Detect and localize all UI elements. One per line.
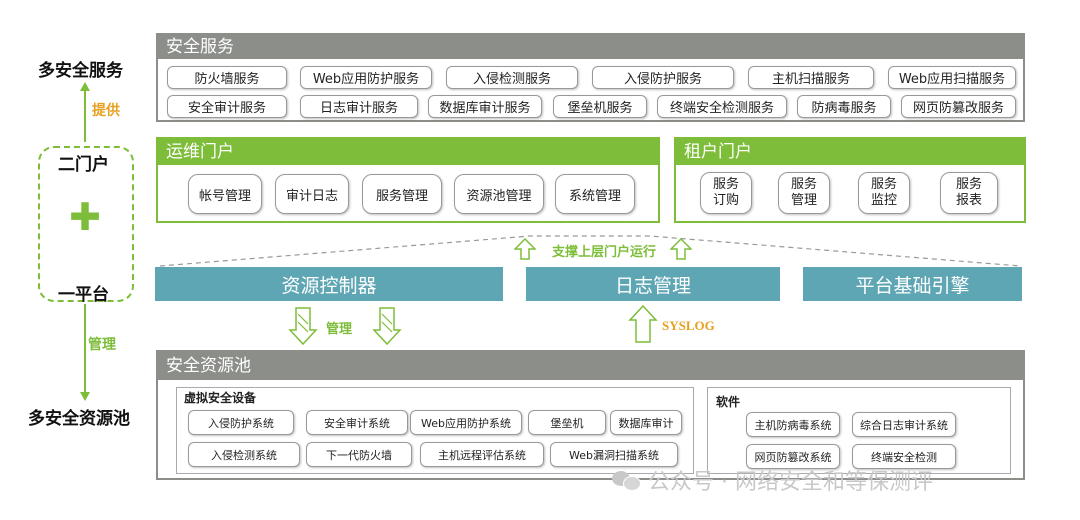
ops-portal-title: 运维门户 (158, 139, 658, 165)
software-anti-tamper: 网页防篡改系统 (746, 444, 840, 469)
service-firewall: 防火墙服务 (167, 66, 287, 89)
provide-label: 提供 (92, 103, 120, 119)
service-waf: Web应用防护服务 (300, 66, 432, 89)
ops-item-service-mgmt: 服务管理 (362, 174, 442, 214)
virtual-bastion: 堡垒机 (528, 410, 606, 435)
service-web-scan: Web应用扫描服务 (888, 66, 1016, 89)
support-up-arrow-icon-left (514, 238, 536, 260)
tenant-item-subscribe: 服务 订购 (700, 172, 752, 214)
software-title: 软件 (716, 395, 741, 409)
service-endpoint-detect: 终端安全检测服务 (657, 95, 787, 118)
service-log-audit: 日志审计服务 (300, 95, 418, 118)
support-up-arrow-icon-right (670, 238, 692, 260)
virtual-security-audit: 安全审计系统 (306, 410, 408, 435)
service-anti-tamper: 网页防篡改服务 (901, 95, 1016, 118)
left-top-label: 多安全服务 (38, 61, 123, 81)
service-ids: 入侵检测服务 (446, 66, 578, 89)
service-db-audit: 数据库审计服务 (428, 95, 542, 118)
manage-arrow-head (80, 392, 90, 401)
manage-label: 管理 (88, 337, 116, 353)
virtual-ids: 入侵检测系统 (188, 442, 300, 467)
support-label: 支撑上层门户运行 (552, 245, 657, 260)
service-ips: 入侵防护服务 (592, 66, 734, 89)
tenant-item-manage: 服务 管理 (778, 172, 830, 214)
manage-arrow-label: 管理 (326, 322, 353, 337)
resource-controller: 资源控制器 (155, 267, 503, 301)
watermark: 公众号 · 网络安全和等保测评 (612, 464, 933, 496)
virtual-waf: Web应用防护系统 (410, 410, 522, 435)
tenant-portal-title: 租户门户 (676, 139, 1024, 165)
service-antivirus: 防病毒服务 (797, 95, 891, 118)
ops-item-account: 帐号管理 (188, 174, 262, 214)
ops-item-pool-mgmt: 资源池管理 (454, 174, 544, 214)
syslog-label: SYSLOG (662, 318, 715, 333)
tenant-item-monitor: 服务 监控 (858, 172, 910, 214)
platform-label: 一平台 (58, 285, 109, 305)
support-trapezoid (159, 235, 1021, 267)
watermark-text: 公众号 · 网络安全和等保测评 (648, 470, 933, 495)
syslog-up-arrow-icon (628, 304, 658, 343)
virtual-ips: 入侵防护系统 (188, 410, 294, 435)
virtual-devices-title: 虚拟安全设备 (184, 391, 257, 405)
plus-icon: ✚ (69, 195, 101, 239)
left-bottom-label: 多安全资源池 (28, 409, 130, 429)
virtual-db-audit: 数据库审计 (610, 410, 682, 435)
portal-label: 二门户 (58, 155, 109, 175)
manage-down-arrow-icon-left (288, 307, 318, 346)
virtual-host-assess: 主机远程评估系统 (420, 442, 544, 467)
portal-platform-group (38, 146, 134, 302)
log-management: 日志管理 (526, 267, 780, 301)
ops-item-audit-log: 审计日志 (275, 174, 349, 214)
virtual-ngfw: 下一代防火墙 (306, 442, 412, 467)
provide-arrow-line (84, 90, 86, 142)
provide-arrow-head (80, 82, 90, 91)
software-endpoint-detect: 终端安全检测 (852, 444, 956, 469)
resource-pool-title: 安全资源池 (158, 352, 1023, 380)
software-host-antivirus: 主机防病毒系统 (746, 412, 840, 437)
virtual-web-vuln-scan: Web漏洞扫描系统 (550, 442, 678, 467)
security-services-title: 安全服务 (158, 35, 1023, 59)
service-security-audit: 安全审计服务 (167, 95, 287, 118)
software-log-audit: 综合日志审计系统 (852, 412, 956, 437)
service-host-scan: 主机扫描服务 (748, 66, 874, 89)
service-bastion: 堡垒机服务 (553, 95, 647, 118)
wechat-icon (612, 469, 641, 491)
manage-down-arrow-icon-right (372, 307, 402, 346)
ops-item-system-mgmt: 系统管理 (555, 174, 635, 214)
tenant-item-report: 服务 报表 (940, 172, 998, 214)
platform-base-engine: 平台基础引擎 (803, 267, 1022, 301)
manage-arrow-line (84, 304, 86, 394)
